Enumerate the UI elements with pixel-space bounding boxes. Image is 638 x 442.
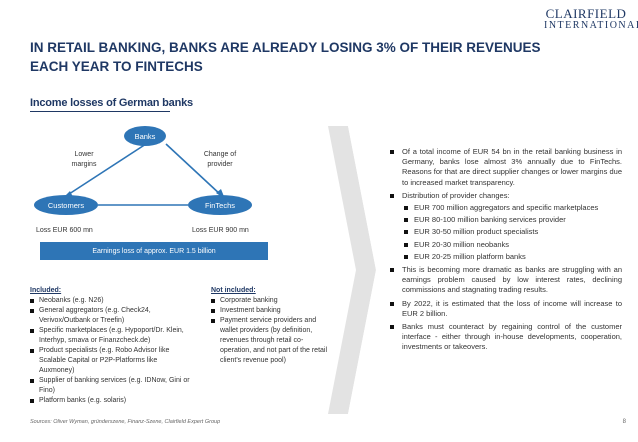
- slide-title: IN RETAIL BANKING, BANKS ARE ALREADY LOS…: [30, 40, 541, 74]
- customers-node: Customers: [34, 195, 98, 215]
- list-item: Corporate banking: [211, 296, 329, 306]
- list-item: Platform banks (e.g. solaris): [30, 396, 190, 406]
- sub-bullet: EUR 80-100 million banking services prov…: [402, 215, 622, 225]
- loss-right-label: Loss EUR 900 mn: [192, 227, 249, 234]
- bullet-counteract: Banks must counteract by regaining contr…: [390, 322, 622, 353]
- logo-line-1: CLAIRFIELD: [545, 6, 627, 21]
- sub-bullet: EUR 20-25 million platform banks: [402, 252, 622, 262]
- change-provider-label: Change of provider: [203, 151, 237, 168]
- included-list: Included: Neobanks (e.g. N26) General ag…: [30, 286, 190, 406]
- sub-bullet: EUR 20-30 million neobanks: [402, 240, 622, 250]
- not-included-heading: Not included:: [211, 287, 256, 294]
- bullet-2022: By 2022, it is estimated that the loss o…: [390, 299, 622, 319]
- list-item: Payment service providers and wallet pro…: [211, 316, 329, 366]
- sources-footnote: Sources: Oliver Wyman, gründerszene, Fin…: [30, 419, 221, 425]
- bullet-dramatic: This is becoming more dramatic as banks …: [390, 265, 622, 296]
- banks-node: Banks: [124, 126, 166, 146]
- company-logo: CLAIRFIELD INTERNATIONAL: [544, 6, 638, 31]
- bullet-total-income: Of a total income of EUR 54 bn in the re…: [390, 147, 622, 188]
- logo-line-2: INTERNATIONAL: [544, 20, 638, 31]
- loss-left-label: Loss EUR 600 mn: [36, 227, 93, 234]
- included-heading: Included:: [30, 287, 62, 294]
- list-item: Neobanks (e.g. N26): [30, 296, 190, 306]
- sub-bullet: EUR 30-50 million product specialists: [402, 227, 622, 237]
- earnings-loss-banner: Earnings loss of approx. EUR 1.5 billion: [40, 242, 268, 260]
- list-item: Specific marketplaces (e.g. Hypoport/Dr.…: [30, 326, 190, 346]
- bullet-distribution: Distribution of provider changes: EUR 70…: [390, 191, 622, 262]
- list-item: Investment banking: [211, 306, 329, 316]
- bullet-distribution-label: Distribution of provider changes:: [402, 190, 510, 200]
- subtitle-underline: [30, 111, 170, 112]
- page-number: 8: [622, 419, 626, 425]
- list-item: General aggregators (e.g. Check24, Veriv…: [30, 306, 190, 326]
- list-item: Supplier of banking services (e.g. IDNow…: [30, 376, 190, 396]
- key-findings: Of a total income of EUR 54 bn in the re…: [390, 147, 622, 356]
- section-subtitle: Income losses of German banks: [30, 97, 193, 109]
- fintechs-node: FinTechs: [188, 195, 252, 215]
- list-item: Product specialists (e.g. Robo Advisor l…: [30, 346, 190, 376]
- lower-margins-label: Lower margins: [71, 151, 97, 168]
- not-included-list: Not included: Corporate banking Investme…: [211, 286, 329, 366]
- sub-bullet: EUR 700 million aggregators and specific…: [402, 203, 622, 213]
